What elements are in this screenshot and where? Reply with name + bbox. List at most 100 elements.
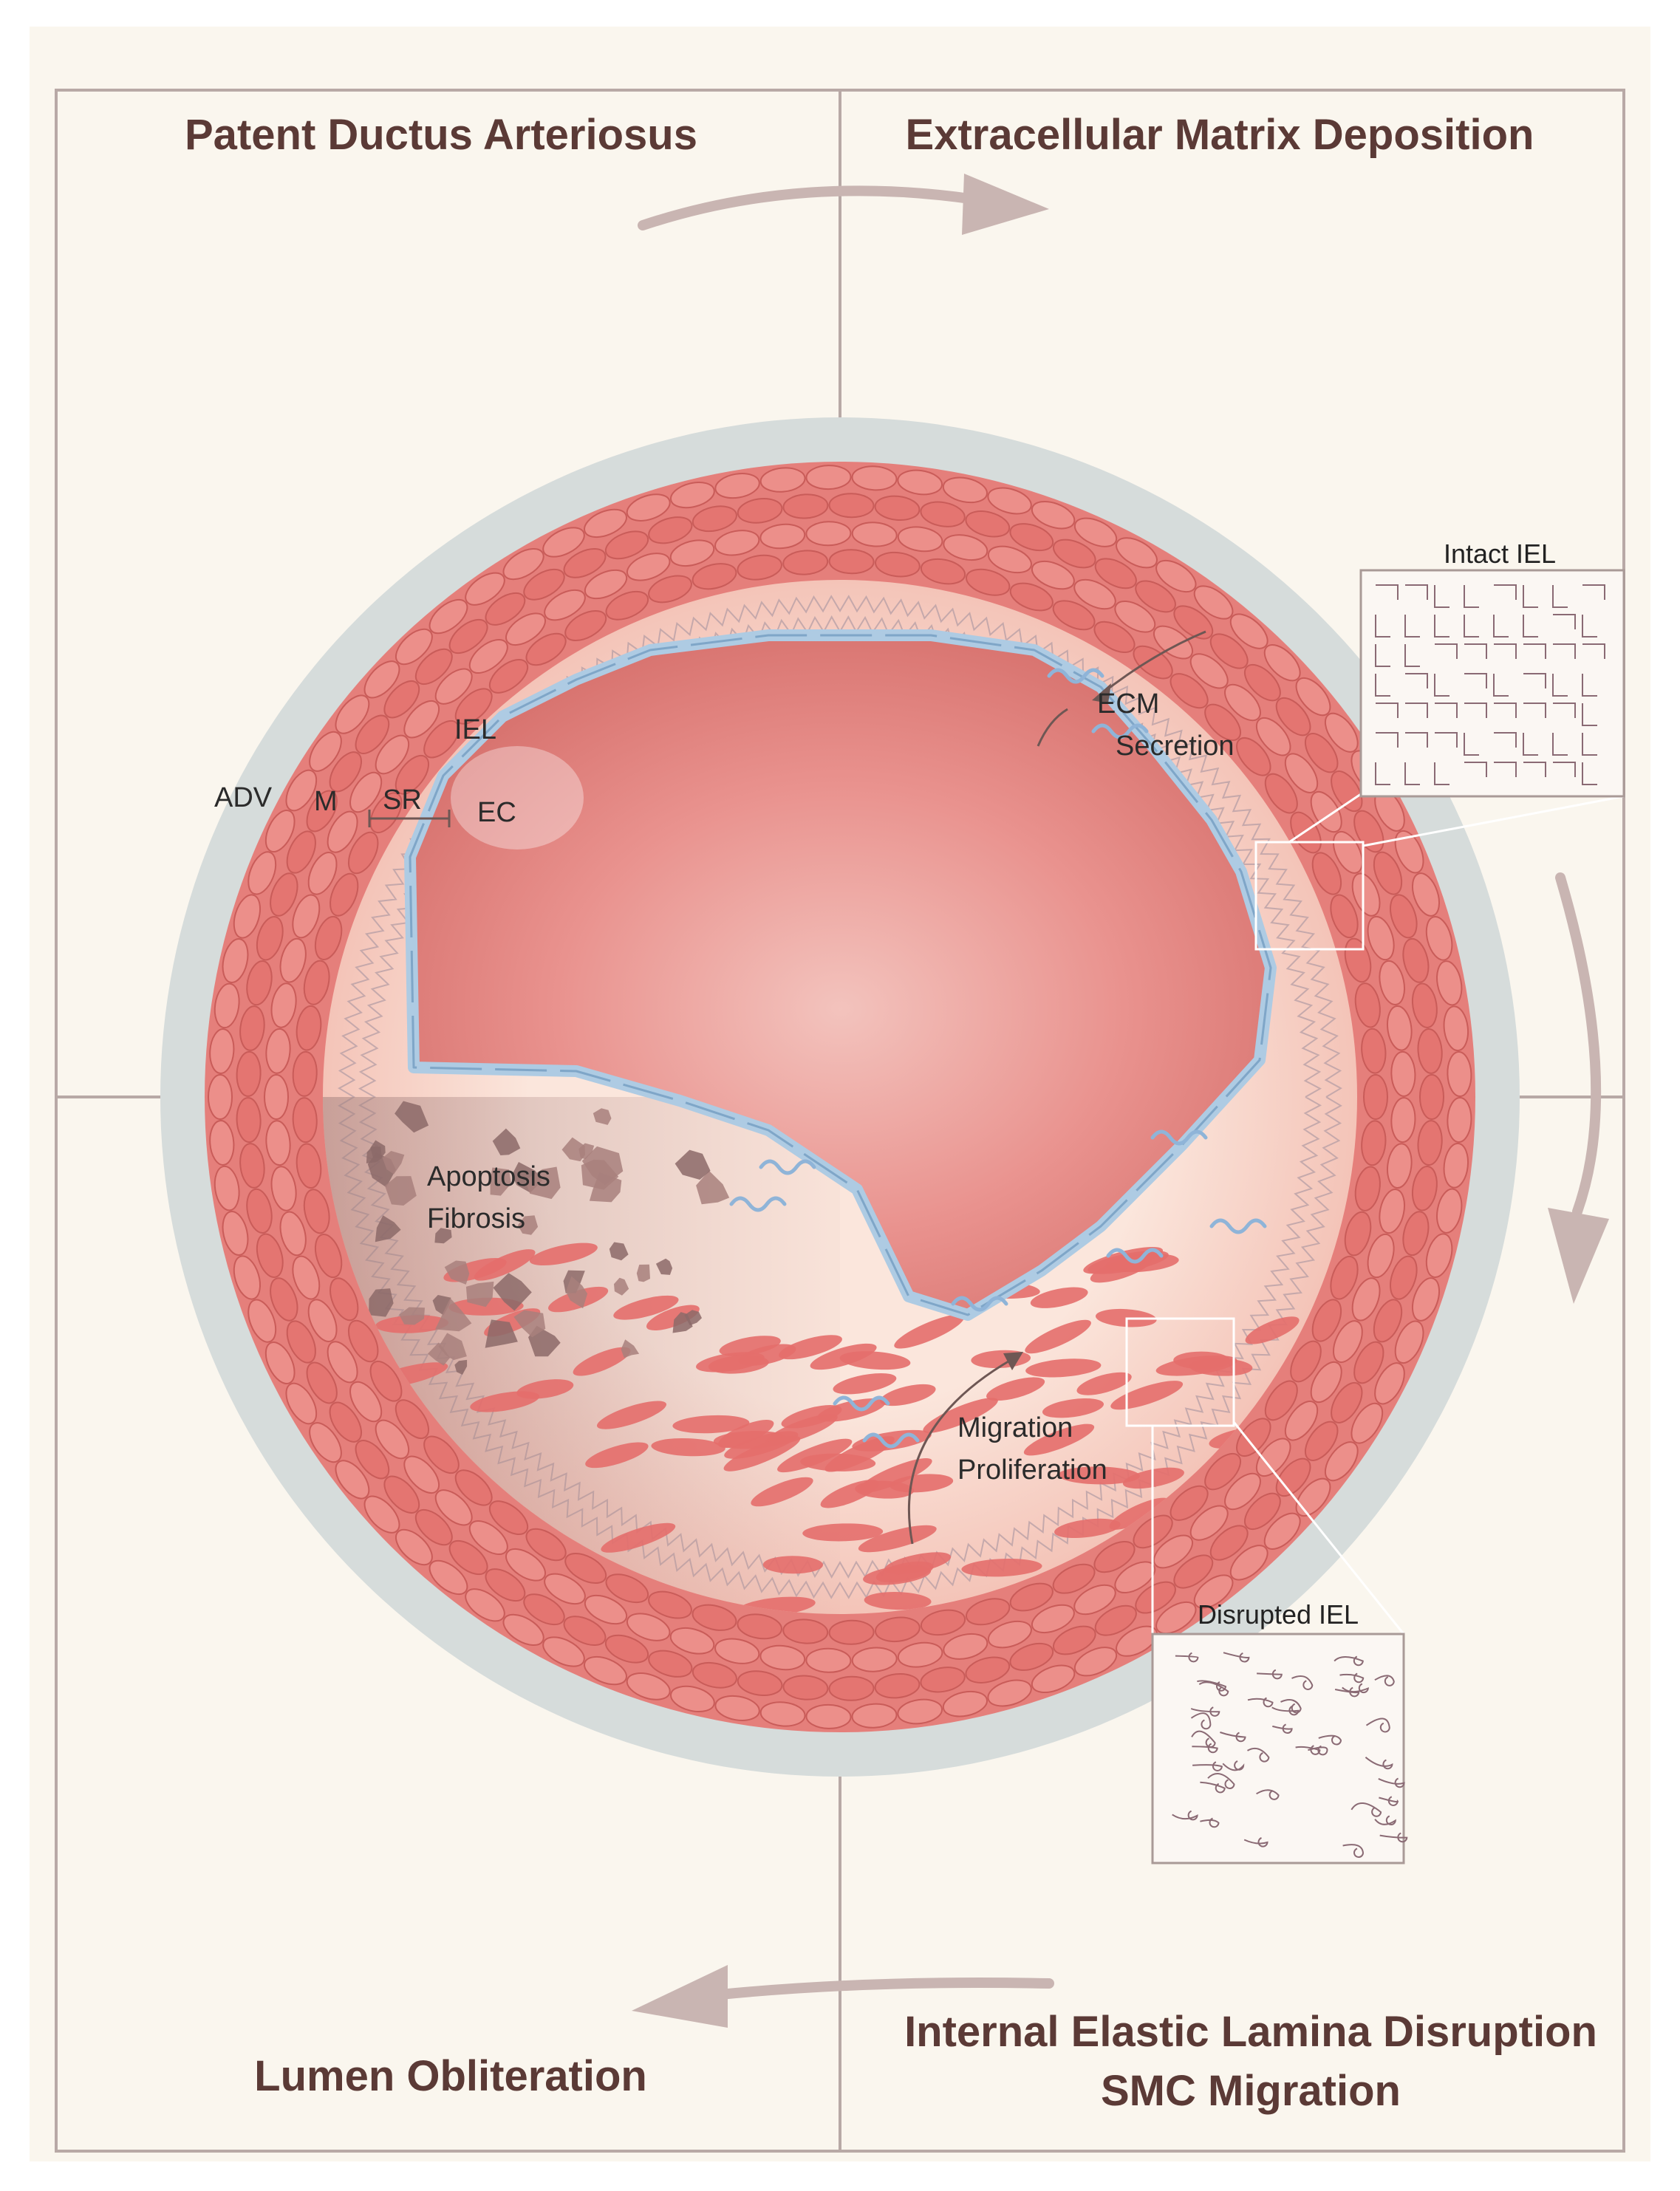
apoptotic-cell [517, 1215, 539, 1235]
migrating-smc [833, 1373, 897, 1395]
label-sr: SR [383, 785, 422, 816]
smooth-muscle-cell [1447, 1097, 1472, 1143]
smooth-muscle-cell [1443, 1142, 1469, 1189]
ecm-fiber [759, 1159, 816, 1175]
smooth-muscle-cell [1009, 523, 1054, 552]
migration-arrow-head [1003, 1352, 1023, 1370]
intact-iel-segment [1464, 585, 1479, 608]
intact-iel-segment [1464, 703, 1487, 718]
smooth-muscle-cell [851, 1703, 898, 1729]
smooth-muscle-cell [395, 1528, 433, 1566]
intact-iel-segment [1405, 703, 1428, 718]
migrating-smc [1245, 1316, 1300, 1344]
label-intact-iel: Intact IEL [1444, 539, 1556, 569]
intact-iel-pattern [1375, 584, 1605, 785]
smooth-muscle-cell [920, 558, 966, 585]
smooth-muscle-cell [1390, 1050, 1416, 1097]
smooth-muscle-cell [1354, 982, 1381, 1028]
lumen-highlight [451, 746, 584, 850]
smooth-muscle-cell [329, 872, 359, 917]
smooth-muscle-cell [851, 465, 898, 491]
smooth-muscle-cell [309, 731, 342, 772]
smooth-muscle-cell [605, 590, 649, 621]
smooth-muscle-cell [239, 1143, 265, 1189]
smooth-muscle-cell [292, 1255, 321, 1300]
smooth-muscle-cell [1417, 1028, 1443, 1074]
smooth-muscle-cell [465, 1588, 505, 1622]
smooth-muscle-cell [383, 680, 420, 719]
smooth-muscle-cell [375, 1419, 410, 1460]
disrupted-iel-fragment [1339, 1672, 1365, 1684]
smooth-muscle-cell [875, 1616, 921, 1643]
smooth-muscle-cell [1031, 1604, 1075, 1634]
migrating-smc [1025, 1319, 1091, 1354]
migrating-smc [839, 1351, 911, 1370]
smooth-muscle-cell [1236, 1418, 1271, 1457]
smooth-muscle-cell [1324, 712, 1359, 753]
intact-iel-segment [1523, 733, 1538, 756]
smooth-muscle-cell [1425, 916, 1453, 961]
smooth-muscle-cell [1073, 1647, 1118, 1677]
smooth-muscle-cell [303, 1189, 330, 1234]
smooth-muscle-cell [270, 982, 297, 1028]
intact-iel-segment [1464, 762, 1487, 777]
smooth-muscle-cell [1073, 578, 1116, 610]
smooth-muscle-cell [1275, 697, 1311, 736]
smooth-muscle-cell [1236, 737, 1271, 776]
smooth-muscle-cell [448, 1539, 488, 1576]
smooth-muscle-cell [987, 1620, 1032, 1649]
smooth-muscle-cell [648, 1650, 693, 1678]
migrating-smc [800, 1453, 876, 1472]
migrating-smc [880, 1384, 936, 1406]
intact-iel-segment [1494, 643, 1517, 659]
migrating-smc [585, 1442, 649, 1469]
smooth-muscle-cell [1229, 613, 1268, 649]
ecm-fiber [1047, 668, 1104, 684]
smooth-muscle-cell [759, 467, 806, 493]
smooth-muscle-cell [423, 1435, 460, 1474]
smooth-muscle-cell [448, 618, 488, 654]
smooth-muscle-cell [1264, 773, 1298, 814]
smooth-muscle-cell [1436, 1188, 1463, 1234]
disrupted-iel-fragment [1374, 1675, 1395, 1686]
smooth-muscle-cell [1374, 1362, 1405, 1405]
smooth-muscle-cell [1155, 559, 1197, 593]
smooth-muscle-cell [1193, 1574, 1234, 1609]
intact-iel-segment [1375, 674, 1390, 697]
smooth-muscle-cell [851, 1647, 898, 1672]
cycle-arrows [632, 174, 1609, 2028]
migrating-smc [1058, 1466, 1140, 1485]
ecm-arrow [1100, 630, 1206, 696]
smooth-muscle-cell [563, 1616, 607, 1646]
smooth-muscle-cell [335, 694, 370, 734]
smooth-muscle-cell [1009, 582, 1054, 612]
migrating-smc [717, 1419, 774, 1449]
smooth-muscle-cell [1363, 1074, 1388, 1120]
intact-iel-segment [1494, 732, 1517, 748]
smooth-muscle-cell [286, 830, 316, 874]
smooth-muscle-cell [208, 1074, 233, 1120]
smooth-muscle-cell [314, 915, 343, 960]
smooth-muscle-cell [355, 1440, 390, 1480]
smooth-muscle-cell [1436, 960, 1463, 1006]
smooth-muscle-cell [1031, 500, 1076, 530]
smooth-muscle-cell [692, 563, 737, 590]
intact-iel-segment [1435, 703, 1458, 718]
disrupted-iel-fragment [1207, 1773, 1235, 1789]
smooth-muscle-cell [1094, 1604, 1137, 1636]
disrupted-iel-leader-2 [1232, 1421, 1405, 1635]
smooth-muscle-cell [1351, 1277, 1381, 1322]
smooth-muscle-cell [1263, 644, 1301, 682]
smooth-muscle-cell [1351, 872, 1381, 917]
smooth-muscle-cell [296, 1005, 322, 1051]
smooth-muscle-cell [782, 550, 829, 575]
smooth-muscle-cell [920, 1667, 966, 1693]
smooth-muscle-cell [314, 1234, 343, 1279]
smooth-muscle-cell [1354, 1166, 1381, 1211]
label-apoptosis: Apoptosis [427, 1161, 550, 1192]
disrupted-iel-pattern [1172, 1652, 1408, 1858]
smooth-muscle-cell [604, 1634, 649, 1664]
migrating-smc [1023, 1423, 1095, 1456]
smooth-muscle-cell [942, 1690, 988, 1717]
smooth-muscle-cell [782, 1619, 829, 1644]
